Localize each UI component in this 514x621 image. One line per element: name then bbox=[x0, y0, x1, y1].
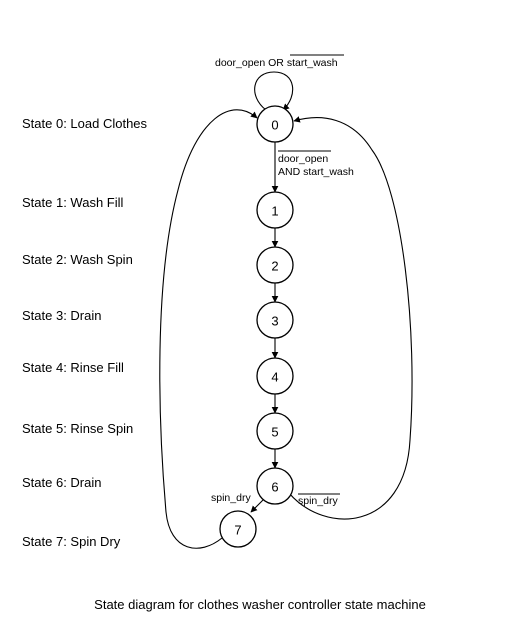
state-node-5-circle bbox=[256, 412, 294, 450]
state-node-1-circle bbox=[256, 191, 294, 229]
state-label-3: State 3: Drain bbox=[22, 308, 102, 323]
state-node-3-label: 3 bbox=[271, 314, 278, 329]
edge-7-0 bbox=[159, 109, 258, 549]
state-node-2-circle bbox=[256, 246, 294, 284]
edge-self-loop-0 bbox=[254, 71, 294, 111]
state-node-4-label: 4 bbox=[271, 370, 278, 385]
transition-edges bbox=[159, 71, 413, 549]
state-node-2: 2 bbox=[256, 246, 294, 284]
self-loop-label: door_open OR start_wash bbox=[215, 57, 338, 69]
edge-0-1-label-line1: door_open bbox=[278, 153, 328, 165]
state-label-7: State 7: Spin Dry bbox=[22, 534, 121, 549]
state-node-1-label: 1 bbox=[271, 204, 278, 219]
state-node-0-circle bbox=[256, 105, 294, 143]
state-label-6: State 6: Drain bbox=[22, 475, 102, 490]
state-node-3: 3 bbox=[256, 301, 294, 339]
state-node-0-label: 0 bbox=[271, 118, 278, 133]
state-node-4-circle bbox=[256, 357, 294, 395]
edge-6-7-label: spin_dry bbox=[211, 492, 251, 504]
state-node-6-circle bbox=[256, 467, 294, 505]
state-node-6: 6 bbox=[256, 467, 294, 505]
state-node-2-label: 2 bbox=[271, 259, 278, 274]
edge-0-1-label-line2: AND start_wash bbox=[278, 166, 354, 178]
edge-6-7 bbox=[250, 498, 265, 513]
edge-6-0-label: spin_dry bbox=[298, 495, 338, 507]
state-node-5-label: 5 bbox=[271, 425, 278, 440]
state-label-1: State 1: Wash Fill bbox=[22, 195, 123, 210]
state-node-7-label: 7 bbox=[234, 523, 241, 538]
state-node-6-label: 6 bbox=[271, 480, 278, 495]
self-loop-label-part2: start_wash bbox=[287, 57, 338, 69]
state-label-0: State 0: Load Clothes bbox=[22, 116, 148, 131]
state-node-0: 0 bbox=[256, 105, 294, 143]
state-node-5: 5 bbox=[256, 412, 294, 450]
state-label-4: State 4: Rinse Fill bbox=[22, 360, 124, 375]
diagram-caption: State diagram for clothes washer control… bbox=[94, 597, 426, 612]
state-node-3-circle bbox=[256, 301, 294, 339]
state-label-2: State 2: Wash Spin bbox=[22, 252, 133, 267]
state-nodes: 0 1 2 3 4 5 6 bbox=[219, 105, 294, 548]
transition-labels: door_open OR start_wash door_open AND st… bbox=[211, 54, 354, 507]
state-node-1: 1 bbox=[256, 191, 294, 229]
state-node-7: 7 bbox=[219, 510, 257, 548]
state-node-7-circle bbox=[219, 510, 257, 548]
state-label-list: State 0: Load Clothes State 1: Wash Fill… bbox=[22, 116, 148, 549]
state-label-5: State 5: Rinse Spin bbox=[22, 421, 133, 436]
self-loop-label-part1: door_open OR bbox=[215, 57, 287, 69]
edge-6-0 bbox=[288, 116, 413, 520]
state-node-4: 4 bbox=[256, 357, 294, 395]
